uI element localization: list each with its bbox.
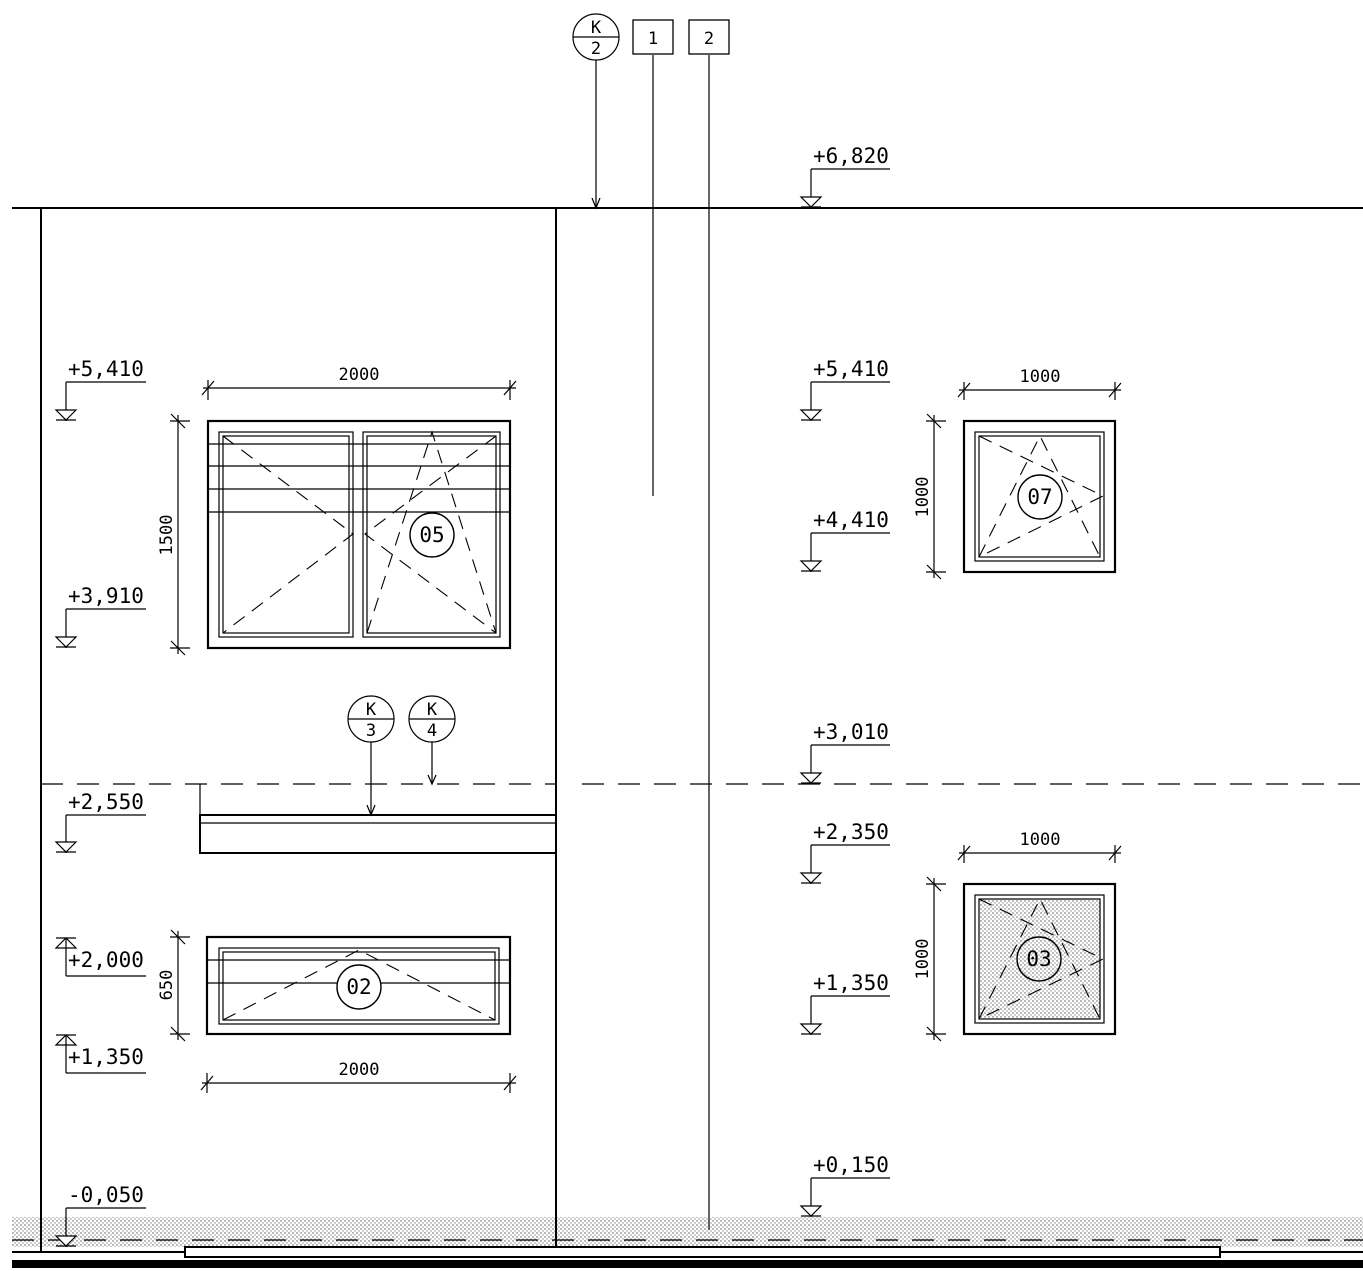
k2-arrow <box>591 197 601 210</box>
window-07[interactable]: 07 <box>962 419 1117 574</box>
detail-callout-k2[interactable]: K 2 <box>572 13 620 61</box>
level-right-1350-label: +1,350 <box>813 971 889 995</box>
k2-letter: K <box>591 18 602 38</box>
level-left-2550-label: +2,550 <box>68 790 144 814</box>
w02-width-label: 2000 <box>339 1060 380 1080</box>
dimension-w03-height: 1000 <box>913 876 946 1042</box>
ground-slab <box>184 1246 1221 1258</box>
k4-number: 4 <box>427 721 437 741</box>
ground-base-line <box>12 1260 1363 1268</box>
w02-height-label: 650 <box>157 970 177 1001</box>
level-marker-right-3010: +3,010 <box>799 720 890 784</box>
dimension-w05-height: 1500 <box>157 413 190 656</box>
w07-width-label: 1000 <box>1020 367 1061 387</box>
level-right-5410-label: +5,410 <box>813 357 889 381</box>
dimension-w02-height: 650 <box>157 929 190 1042</box>
window-03-tag: 03 <box>1026 947 1051 971</box>
k3-letter: K <box>366 700 377 720</box>
w03-width-label: 1000 <box>1020 830 1061 850</box>
window-03[interactable]: 03 <box>962 882 1117 1036</box>
level-marker-top-6820: +6,820 <box>799 144 890 208</box>
w07-height-label: 1000 <box>913 477 933 518</box>
w05-height-label: 1500 <box>157 515 177 556</box>
k2-number: 2 <box>591 39 601 59</box>
level-marker-left-1350: +1,350 <box>54 1034 146 1074</box>
window-05-tag: 05 <box>419 523 444 547</box>
detail-callout-k4[interactable]: K 4 <box>408 695 456 743</box>
level-marker-left-2550: +2,550 <box>54 790 146 853</box>
terrain-hatch <box>12 1217 1363 1247</box>
level-left-m050-label: -0,050 <box>68 1183 144 1207</box>
material-tag-2-label: 2 <box>704 29 714 49</box>
k3-number: 3 <box>366 721 376 741</box>
level-marker-right-4410: +4,410 <box>799 508 890 572</box>
window-07-tag: 07 <box>1027 485 1052 509</box>
dimension-w03-width: 1000 <box>957 830 1122 863</box>
level-marker-right-5410: +5,410 <box>799 357 890 421</box>
level-right-3010-label: +3,010 <box>813 720 889 744</box>
k3-arrow <box>366 804 376 817</box>
level-left-3910-label: +3,910 <box>68 584 144 608</box>
level-marker-right-1350: +1,350 <box>799 971 890 1035</box>
level-marker-left-5410: +5,410 <box>54 357 146 421</box>
level-marker-left-m050: -0,050 <box>54 1183 146 1247</box>
level-right-0150-label: +0,150 <box>813 1153 889 1177</box>
level-right-2350-label: +2,350 <box>813 820 889 844</box>
dimension-w02-width: 2000 <box>200 1060 517 1093</box>
k4-letter: K <box>427 700 438 720</box>
dimension-w05-width: 2000 <box>201 365 517 400</box>
level-marker-left-3910: +3,910 <box>54 584 146 648</box>
level-marker-right-2350: +2,350 <box>799 820 890 884</box>
level-top-label: +6,820 <box>813 144 889 168</box>
window-02-tag: 02 <box>346 975 371 999</box>
level-marker-right-0150: +0,150 <box>799 1153 890 1217</box>
level-right-4410-label: +4,410 <box>813 508 889 532</box>
k4-arrow <box>427 774 437 786</box>
w03-height-label: 1000 <box>913 939 933 980</box>
dimension-w07-width: 1000 <box>957 367 1122 400</box>
material-tag-1-label: 1 <box>648 29 658 49</box>
w05-width-label: 2000 <box>339 365 380 385</box>
window-05[interactable]: 05 <box>206 419 512 650</box>
dimension-w07-height: 1000 <box>913 413 946 580</box>
level-marker-left-2000: +2,000 <box>54 937 146 977</box>
level-left-1350-label: +1,350 <box>68 1045 144 1069</box>
material-tag-1[interactable]: 1 <box>632 19 674 55</box>
level-left-5410-label: +5,410 <box>68 357 144 381</box>
window-02[interactable]: 02 <box>205 935 512 1036</box>
material-tag-2[interactable]: 2 <box>688 19 730 55</box>
canopy <box>199 784 557 854</box>
level-left-2000-label: +2,000 <box>68 948 144 972</box>
detail-callout-k3[interactable]: K 3 <box>347 695 395 743</box>
